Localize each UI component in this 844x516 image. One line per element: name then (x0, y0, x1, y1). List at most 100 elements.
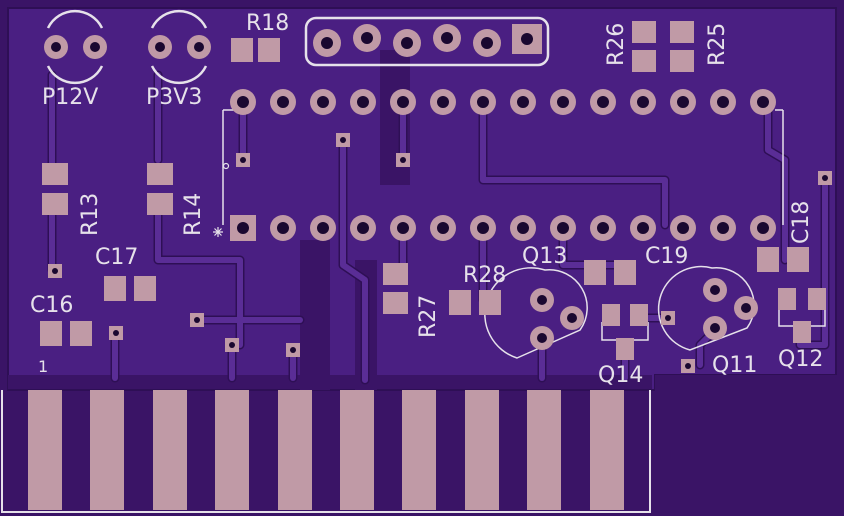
pad-r25 (670, 21, 694, 43)
pad-c19 (584, 260, 606, 285)
silkscreen-labels: P12V P3V3 R18 C17 C16 Q13 C19 R28 Q14 Q1… (30, 11, 823, 388)
dip-pin-hole (277, 96, 289, 108)
pin1-dot (222, 162, 230, 170)
pad-q14 (602, 304, 620, 326)
dip-pin-hole (517, 222, 529, 234)
pad-r14 (147, 163, 173, 185)
pad-c17 (104, 276, 126, 301)
pad-q12 (793, 321, 811, 343)
edge-finger (590, 390, 624, 510)
header-outline (304, 16, 550, 67)
silkscreen-outlines (46, 9, 826, 359)
dip-pin-hole (437, 222, 449, 234)
dip-pin-hole (477, 96, 489, 108)
to92-pins (530, 278, 758, 350)
edge-finger (402, 390, 436, 510)
label-r18: R18 (246, 11, 289, 36)
edge-finger (215, 390, 249, 510)
dip-pin-hole (477, 222, 489, 234)
dip-pin-hole (757, 222, 769, 234)
pad-c17 (134, 276, 156, 301)
dip-pin-hole (717, 96, 729, 108)
dip-pin-hole (677, 222, 689, 234)
pad-c16 (70, 321, 92, 346)
dip-ic (230, 89, 776, 241)
pad-r18 (231, 38, 253, 62)
label-q11: Q11 (712, 353, 757, 378)
pad-r27 (383, 263, 408, 285)
p3v3-outline (150, 9, 208, 29)
header-pins (313, 24, 542, 57)
dip-pin-hole (637, 96, 649, 108)
ic-pin1-markers (213, 162, 230, 237)
pad-r13 (42, 163, 68, 185)
pad-r28 (479, 290, 501, 315)
dip-pin-hole (317, 222, 329, 234)
dip-pin-hole (437, 96, 449, 108)
label-r26: R26 (604, 23, 629, 66)
pour-voids (8, 50, 844, 516)
dip-pin-hole (397, 96, 409, 108)
pad-c18 (787, 247, 809, 272)
dip-pin-hole (597, 96, 609, 108)
smd-pads (40, 21, 826, 360)
label-p3v3: P3V3 (146, 85, 202, 110)
pad-r18 (258, 38, 280, 62)
pad-q14 (616, 338, 634, 360)
q11-outline (657, 265, 755, 351)
ic-outline (222, 109, 784, 225)
pad-r27 (383, 292, 408, 314)
dip-pin-hole (557, 222, 569, 234)
edge-finger (527, 390, 561, 510)
dip-pin-hole (357, 222, 369, 234)
label-c17: C17 (95, 245, 138, 270)
pad-r28 (449, 290, 471, 315)
dip-pin-hole (597, 222, 609, 234)
dip-pin-hole (237, 222, 249, 234)
dip-pin-hole (637, 222, 649, 234)
label-c19: C19 (645, 244, 688, 269)
connector-outline (1, 390, 651, 513)
pad-c18 (757, 247, 779, 272)
edge-finger (153, 390, 187, 510)
dip-pin-hole (717, 222, 729, 234)
pad-q12 (808, 288, 826, 310)
pad-r25 (670, 50, 694, 72)
edge-finger (465, 390, 499, 510)
q13-outline (484, 267, 588, 359)
edge-finger (90, 390, 124, 510)
p12v-outline (46, 9, 104, 29)
edge-finger (278, 390, 312, 510)
dip-pin-hole (277, 222, 289, 234)
label-r28: R28 (463, 263, 506, 288)
pad-c19 (614, 260, 636, 285)
dip-pin-hole (517, 96, 529, 108)
edge-connector (1, 390, 651, 513)
edge-finger (28, 390, 62, 510)
dip-pin-hole (237, 96, 249, 108)
dip-pin-hole (557, 96, 569, 108)
label-q12: Q12 (778, 347, 823, 372)
pad-r13 (42, 193, 68, 215)
pad-q14 (630, 304, 648, 326)
dip-pin-hole (357, 96, 369, 108)
dip-pin-hole (757, 96, 769, 108)
label-r27: R27 (416, 295, 441, 338)
pad-r14 (147, 193, 173, 215)
label-q14: Q14 (598, 363, 643, 388)
label-q13: Q13 (522, 244, 567, 269)
dip-pin-hole (317, 96, 329, 108)
edge-finger (340, 390, 374, 510)
label-c16: C16 (30, 293, 73, 318)
label-r25: R25 (705, 23, 730, 66)
pin1-asterisk (213, 227, 223, 237)
pad-c16 (40, 321, 62, 346)
power-pins (44, 35, 211, 59)
dip-pin-hole (397, 222, 409, 234)
dip-pin-hole (677, 96, 689, 108)
vias (48, 133, 832, 373)
pad-q12 (778, 288, 796, 310)
label-p12v: P12V (42, 85, 98, 110)
label-r13: R13 (78, 193, 103, 236)
